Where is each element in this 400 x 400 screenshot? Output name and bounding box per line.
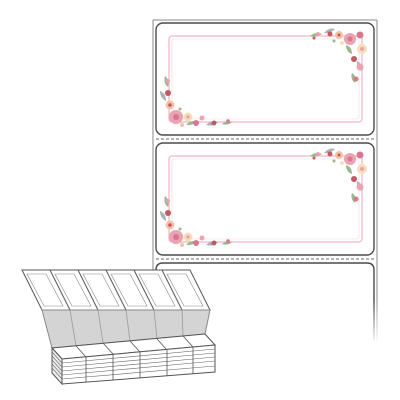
label-1-outline (155, 22, 375, 136)
fanfold-stacked-pad (50, 333, 217, 386)
label-1-frame-inner (171, 38, 360, 120)
label-2-frame (168, 155, 363, 243)
label-2-frame-inner (171, 158, 360, 240)
label-1-frame (168, 35, 363, 123)
fanfold-top-strip (21, 269, 211, 311)
label-1 (155, 22, 375, 136)
fanfold-label-stack-icon (21, 269, 217, 386)
label-2 (155, 142, 375, 256)
label-2-outline (155, 142, 375, 256)
label-3-outline (155, 262, 375, 340)
